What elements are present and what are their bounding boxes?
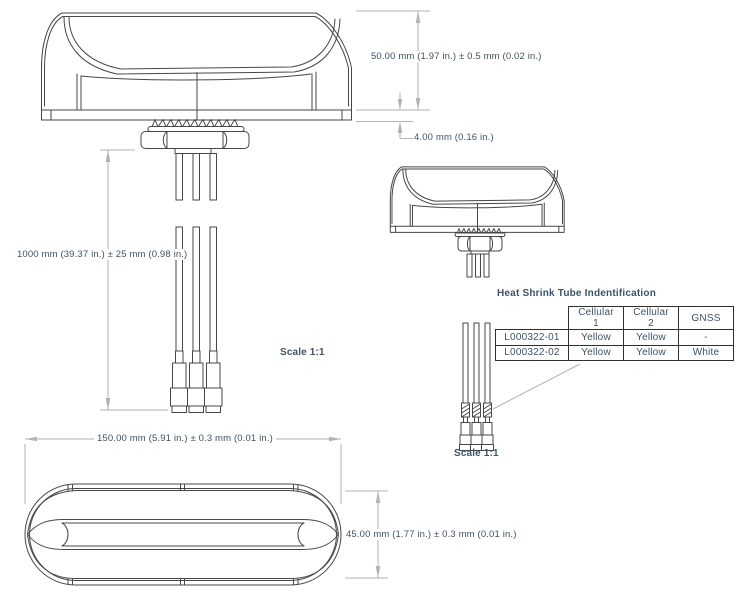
- heat-shrink-tubes: [462, 403, 492, 417]
- sma-connectors: [171, 351, 223, 413]
- dimension-cable-1000mm: [100, 150, 168, 410]
- table-corner-cell: [496, 307, 569, 330]
- table-row: L000322-01 Yellow Yellow -: [495, 329, 734, 346]
- dimension-label-length: 150.00 mm (5.91 in.) ± 0.3 mm (0.01 in.): [94, 433, 276, 444]
- heat-shrink-table-title: Heat Shrink Tube Indentification: [497, 288, 657, 299]
- scale-label-cable-view: Scale 1:1: [454, 448, 499, 459]
- side-view-large: [41, 12, 352, 413]
- table-header-row: Cellular 1 Cellular 2 GNSS: [496, 306, 734, 330]
- dimension-label-base-thickness: 4.00 mm (0.16 in.): [414, 132, 494, 143]
- cable-detail-view: [460, 323, 494, 451]
- dimension-length-150mm: [25, 436, 341, 504]
- side-view-small: [389, 166, 565, 277]
- heat-shrink-table: Cellular 1 Cellular 2 GNSS L000322-01 Ye…: [495, 306, 734, 361]
- coax-cables-lower: [176, 227, 217, 351]
- table-header-cellular2: Cellular 2: [623, 306, 679, 330]
- scale-label-side-view: Scale 1:1: [280, 347, 325, 358]
- dimension-label-width: 45.00 mm (1.77 in.) ± 0.3 mm (0.01 in.): [343, 529, 520, 540]
- part-number-cell: L000322-02: [495, 344, 569, 361]
- dimension-height-50mm: [356, 11, 430, 110]
- cellular2-color-cell: Yellow: [623, 344, 679, 361]
- bottom-view: [25, 484, 341, 585]
- cellular2-color-cell: Yellow: [623, 329, 679, 346]
- dimension-label-height: 50.00 mm (1.97 in.) ± 0.5 mm (0.02 in.): [368, 51, 545, 62]
- table-header-cellular1: Cellular 1: [568, 306, 624, 330]
- lock-washer: [152, 120, 238, 128]
- gnss-color-cell: -: [678, 329, 734, 346]
- coax-cables-upper: [176, 154, 217, 201]
- table-leader-line: [493, 364, 580, 409]
- dimension-base-4mm: [356, 92, 413, 139]
- gnss-color-cell: White: [678, 344, 734, 361]
- table-header-gnss: GNSS: [678, 306, 734, 330]
- cellular1-color-cell: Yellow: [568, 329, 624, 346]
- cellular1-color-cell: Yellow: [568, 344, 624, 361]
- part-number-cell: L000322-01: [495, 329, 569, 346]
- table-row: L000322-02 Yellow Yellow White: [495, 344, 734, 361]
- dimension-label-cable-length: 1000 mm (39.37 in.) ± 25 mm (0.98 in.): [14, 249, 191, 260]
- mounting-nut: [141, 132, 249, 154]
